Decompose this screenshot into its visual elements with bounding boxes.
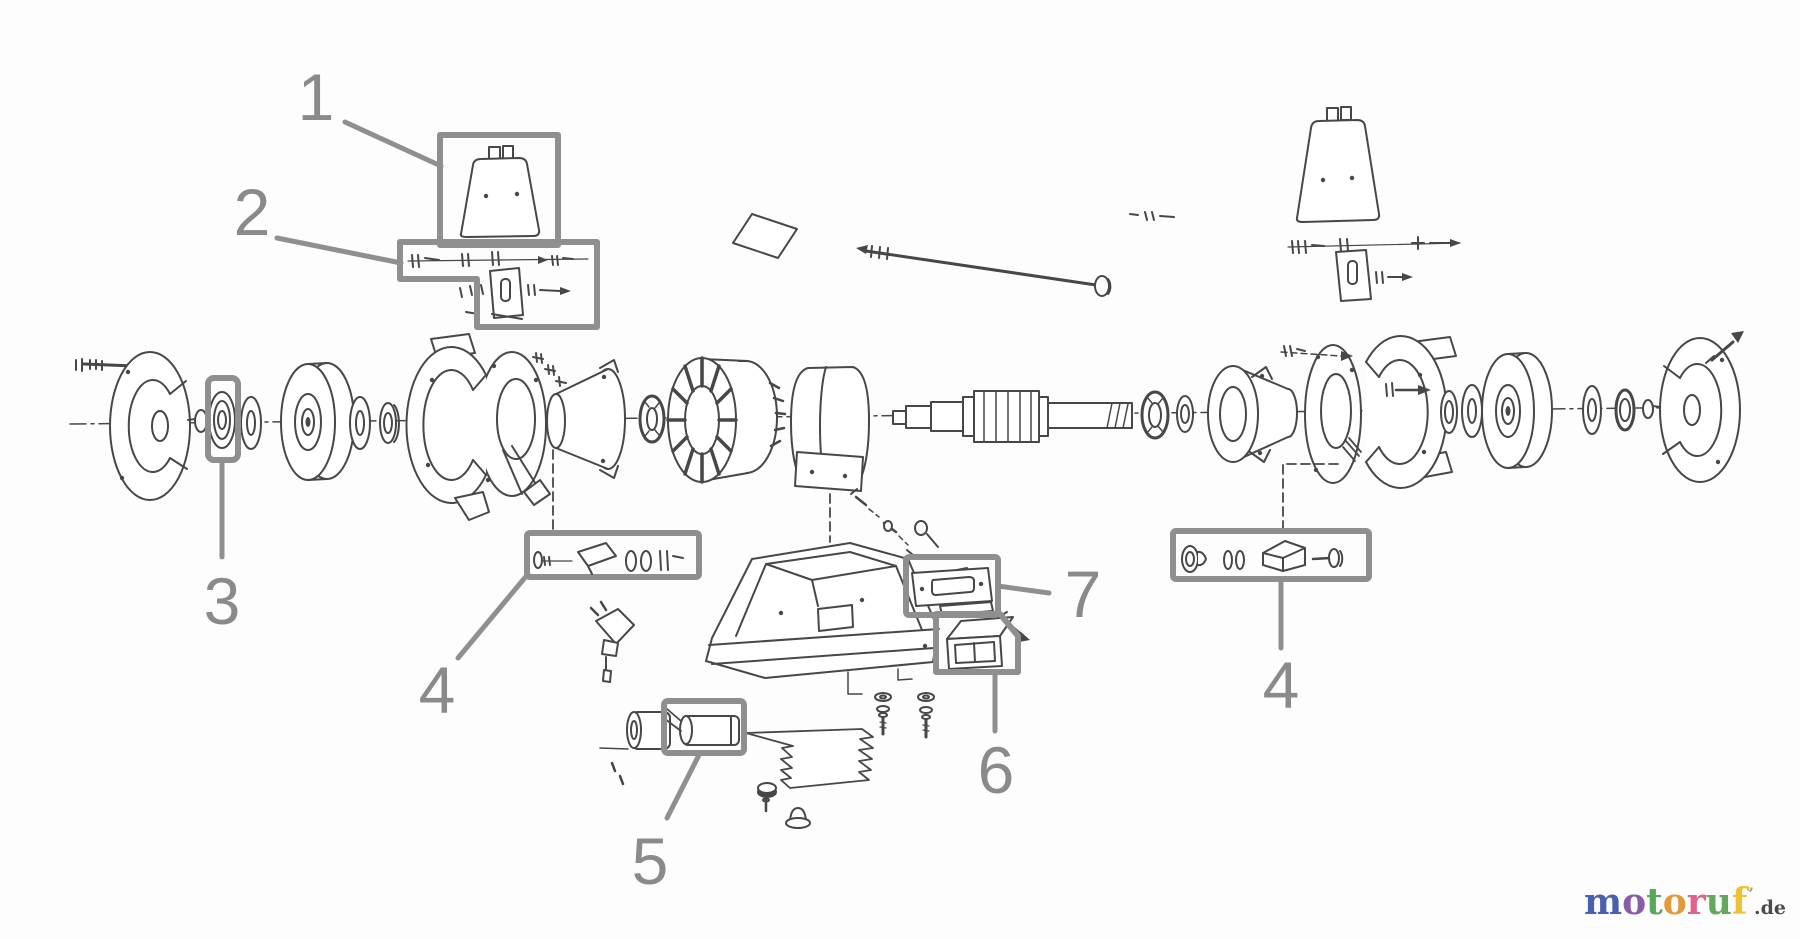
base-fasteners	[847, 668, 935, 739]
end-bell-right	[1207, 365, 1298, 463]
spark-guard-left	[459, 145, 541, 238]
power-plug	[589, 600, 635, 683]
callout-leaders	[219, 119, 1284, 821]
guard-screws-left	[459, 284, 567, 387]
logo-suffix: .de	[1754, 897, 1786, 919]
capacitor	[664, 708, 740, 746]
end-plate-right	[1304, 344, 1362, 484]
washer-right-outer	[1582, 385, 1602, 435]
bottom-plate	[745, 728, 874, 789]
power-switch	[946, 611, 1030, 670]
rubber-feet	[757, 782, 811, 829]
logo-letter: r	[1686, 881, 1706, 923]
spark-guard-right	[1129, 106, 1381, 223]
wheel-cover-left	[109, 351, 191, 501]
switch-screws	[850, 488, 939, 556]
flange-left-inner	[379, 402, 400, 444]
callout-label-3: 3	[203, 564, 241, 638]
callout-label-6: 6	[977, 733, 1015, 807]
shaft-nut-left	[187, 409, 208, 433]
callout-boxes	[205, 132, 1372, 756]
end-plate-left	[477, 351, 551, 506]
callout-label-7: 7	[1064, 557, 1102, 631]
logo-letter: o	[1622, 881, 1647, 923]
rotor-shaft	[892, 390, 1133, 443]
flange-nut-right	[1614, 388, 1661, 432]
reference-dashes	[552, 449, 1339, 543]
logo-letter: m	[1584, 881, 1623, 923]
motor-through-bolt	[856, 245, 1112, 297]
logo-letter: f	[1731, 881, 1748, 923]
callout-box-5	[661, 698, 747, 756]
guard-mount-hardware-left	[407, 251, 589, 320]
wheel-guard-right	[1365, 335, 1457, 489]
guard-mount-hardware-right	[1287, 236, 1461, 302]
washer-right-inner	[1461, 384, 1483, 438]
grinding-wheel-left	[280, 362, 355, 481]
leader-4-left	[455, 571, 531, 661]
leader-1	[342, 119, 444, 169]
callout-box-4-left	[524, 530, 702, 580]
callout-label-4-left: 4	[418, 653, 456, 727]
wheel-guard-left	[405, 333, 490, 521]
callout-label-2: 2	[233, 175, 271, 249]
washer-left-outer	[240, 396, 262, 450]
logo-trademark-mark: ’	[1748, 884, 1754, 903]
callout-label-4-right: 4	[1262, 648, 1300, 722]
spacer-plate	[732, 213, 798, 259]
callout-label-5: 5	[631, 824, 669, 898]
motor-housing	[790, 366, 870, 492]
flange-right-inner	[1440, 390, 1458, 434]
tool-rest-hardware-right	[1181, 540, 1344, 573]
guard-screws-right	[1280, 345, 1431, 397]
stator	[666, 356, 787, 484]
callout-box-2	[397, 239, 600, 330]
bearing-rear	[1140, 390, 1170, 440]
leader-7	[995, 583, 1052, 596]
tool-rest-hardware-left	[533, 542, 684, 575]
leader-5	[664, 750, 703, 821]
bearing-front	[638, 394, 666, 444]
washer-right-shaft	[1176, 395, 1194, 433]
callout-box-4-right	[1170, 528, 1372, 582]
cord-grommet	[599, 711, 671, 786]
base-housing	[705, 542, 940, 679]
grinding-wheel-right	[1481, 352, 1553, 469]
flange-nut-left	[208, 391, 236, 449]
logo-letter: u	[1705, 881, 1732, 923]
logo-letter: t	[1646, 881, 1663, 923]
wheel-cover-right	[1659, 331, 1744, 483]
logo-letter: o	[1662, 881, 1687, 923]
leader-2	[274, 235, 404, 266]
detail-dots	[119, 175, 1725, 649]
washer-left-inner	[349, 396, 371, 450]
end-bell-left	[546, 359, 626, 479]
callout-label-1: 1	[297, 60, 335, 134]
